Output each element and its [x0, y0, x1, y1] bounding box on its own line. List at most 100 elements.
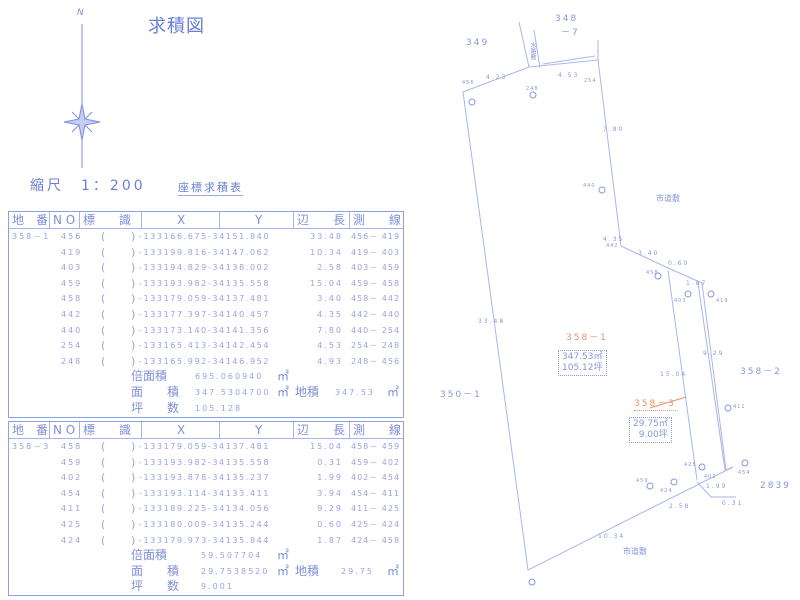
open-paren: ( [101, 533, 106, 547]
point-number: 248 [61, 356, 83, 366]
side-length: 7.80 [317, 325, 343, 335]
survey-line: 425－ 424 [351, 519, 401, 529]
survey-line: 424－ 458 [351, 535, 401, 545]
x-value: 133193.982 [143, 457, 208, 467]
open-paren: ( [101, 339, 106, 353]
coordinates: -133179.059-34137.481 [139, 442, 271, 451]
coordinates: -133177.397-34140.457 [139, 309, 271, 319]
point-label: 425 [684, 462, 697, 468]
point-label: 454 [738, 470, 751, 476]
table-title: 座標求積表 [178, 181, 243, 196]
x-value: 133177.397 [143, 309, 208, 319]
neighbor-348: 348 [555, 14, 579, 24]
y-value: 34141.356 [212, 325, 271, 335]
neighbor-348-7: －7 [561, 28, 580, 38]
land-area-label: 地積 [295, 563, 320, 578]
close-paren: ) [131, 440, 136, 453]
close-paren: ) [131, 533, 136, 547]
neighbor-349: 349 [466, 38, 490, 48]
open-paren: ( [101, 502, 106, 516]
open-paren: ( [101, 261, 106, 275]
coordinates: -133193.982-34135.558 [139, 457, 271, 467]
length-label: 4.35 [603, 236, 625, 243]
header-survey-line: 測 線 [353, 213, 402, 227]
parcel-number: 358－1 [12, 232, 51, 241]
survey-line: 459－ 458 [351, 278, 401, 288]
point-label: 254 [584, 78, 597, 84]
land-area-value: 347.53 [335, 387, 375, 397]
open-paren: ( [101, 354, 106, 368]
close-paren: ) [131, 230, 136, 243]
x-value: 133166.675 [143, 232, 208, 241]
side-length: 1.99 [317, 473, 343, 483]
point-label: 411 [733, 404, 746, 410]
scale-label: 縮尺 1：200 [30, 178, 146, 194]
close-paren: ) [131, 261, 136, 275]
x-value: 133165.992 [143, 356, 208, 366]
survey-line: 458－ 459 [351, 442, 401, 451]
point-number: 458 [61, 442, 83, 451]
length-label: 3.40 [638, 250, 660, 257]
close-paren: ) [131, 245, 136, 259]
header-y: Y [255, 213, 263, 227]
coordinates: -133189.225-34134.056 [139, 504, 271, 514]
double-area-value: 695.060940 [195, 372, 264, 382]
point-number: 402 [61, 473, 83, 483]
side-length: 10.34 [310, 247, 343, 257]
point-label: 458 [646, 270, 659, 276]
y-value: 34137.481 [212, 294, 271, 304]
open-paren: ( [101, 276, 106, 290]
land-area-value: 29.75 [341, 566, 374, 576]
x-value: 133179.059 [143, 442, 208, 451]
unit: ㎡ [277, 563, 290, 578]
y-value: 34135.558 [212, 457, 271, 467]
open-paren: ( [101, 307, 106, 321]
parcel-area: 29.75㎡ [633, 419, 668, 429]
survey-line: 248－ 456 [351, 356, 401, 366]
side-length: 3.94 [317, 488, 343, 498]
open-paren: ( [101, 230, 106, 243]
y-value: 34135.844 [212, 535, 271, 545]
point-number: 440 [61, 325, 83, 335]
coordinates: -133179.059-34137.481 [139, 294, 271, 304]
point-label: 456 [462, 80, 475, 86]
side-length: 0.60 [317, 519, 343, 529]
point-number: 403 [61, 263, 83, 273]
x-value: 133194.829 [143, 263, 208, 273]
parcel-area: 347.53㎡ [562, 352, 603, 362]
coordinates: -133193.982-34135.558 [139, 278, 271, 288]
header-x: X [177, 213, 186, 227]
coordinates: -133193.114-34133.411 [139, 488, 271, 498]
side-length: 4.53 [317, 341, 343, 351]
side-length: 0.31 [317, 457, 343, 467]
open-paren: ( [101, 323, 106, 337]
side-length: 4.93 [317, 356, 343, 366]
area-value: 347.5304700 [195, 387, 271, 397]
header-chiban: 地 番 [12, 423, 49, 437]
area-value: 29.7538520 [201, 566, 270, 576]
table-header: 地 番 N O 標 識 X Y 辺 長 測 線 [9, 212, 403, 229]
length-label: 33.48 [478, 318, 506, 325]
point-label: 419 [716, 298, 729, 304]
point-number: 454 [61, 488, 83, 498]
point-number: 424 [61, 535, 83, 545]
length-label: 1.87 [686, 280, 708, 287]
table-header: 地 番 N O 標 識 X Y 辺 長 測 線 [9, 422, 403, 439]
survey-line: 419－ 403 [351, 247, 401, 257]
